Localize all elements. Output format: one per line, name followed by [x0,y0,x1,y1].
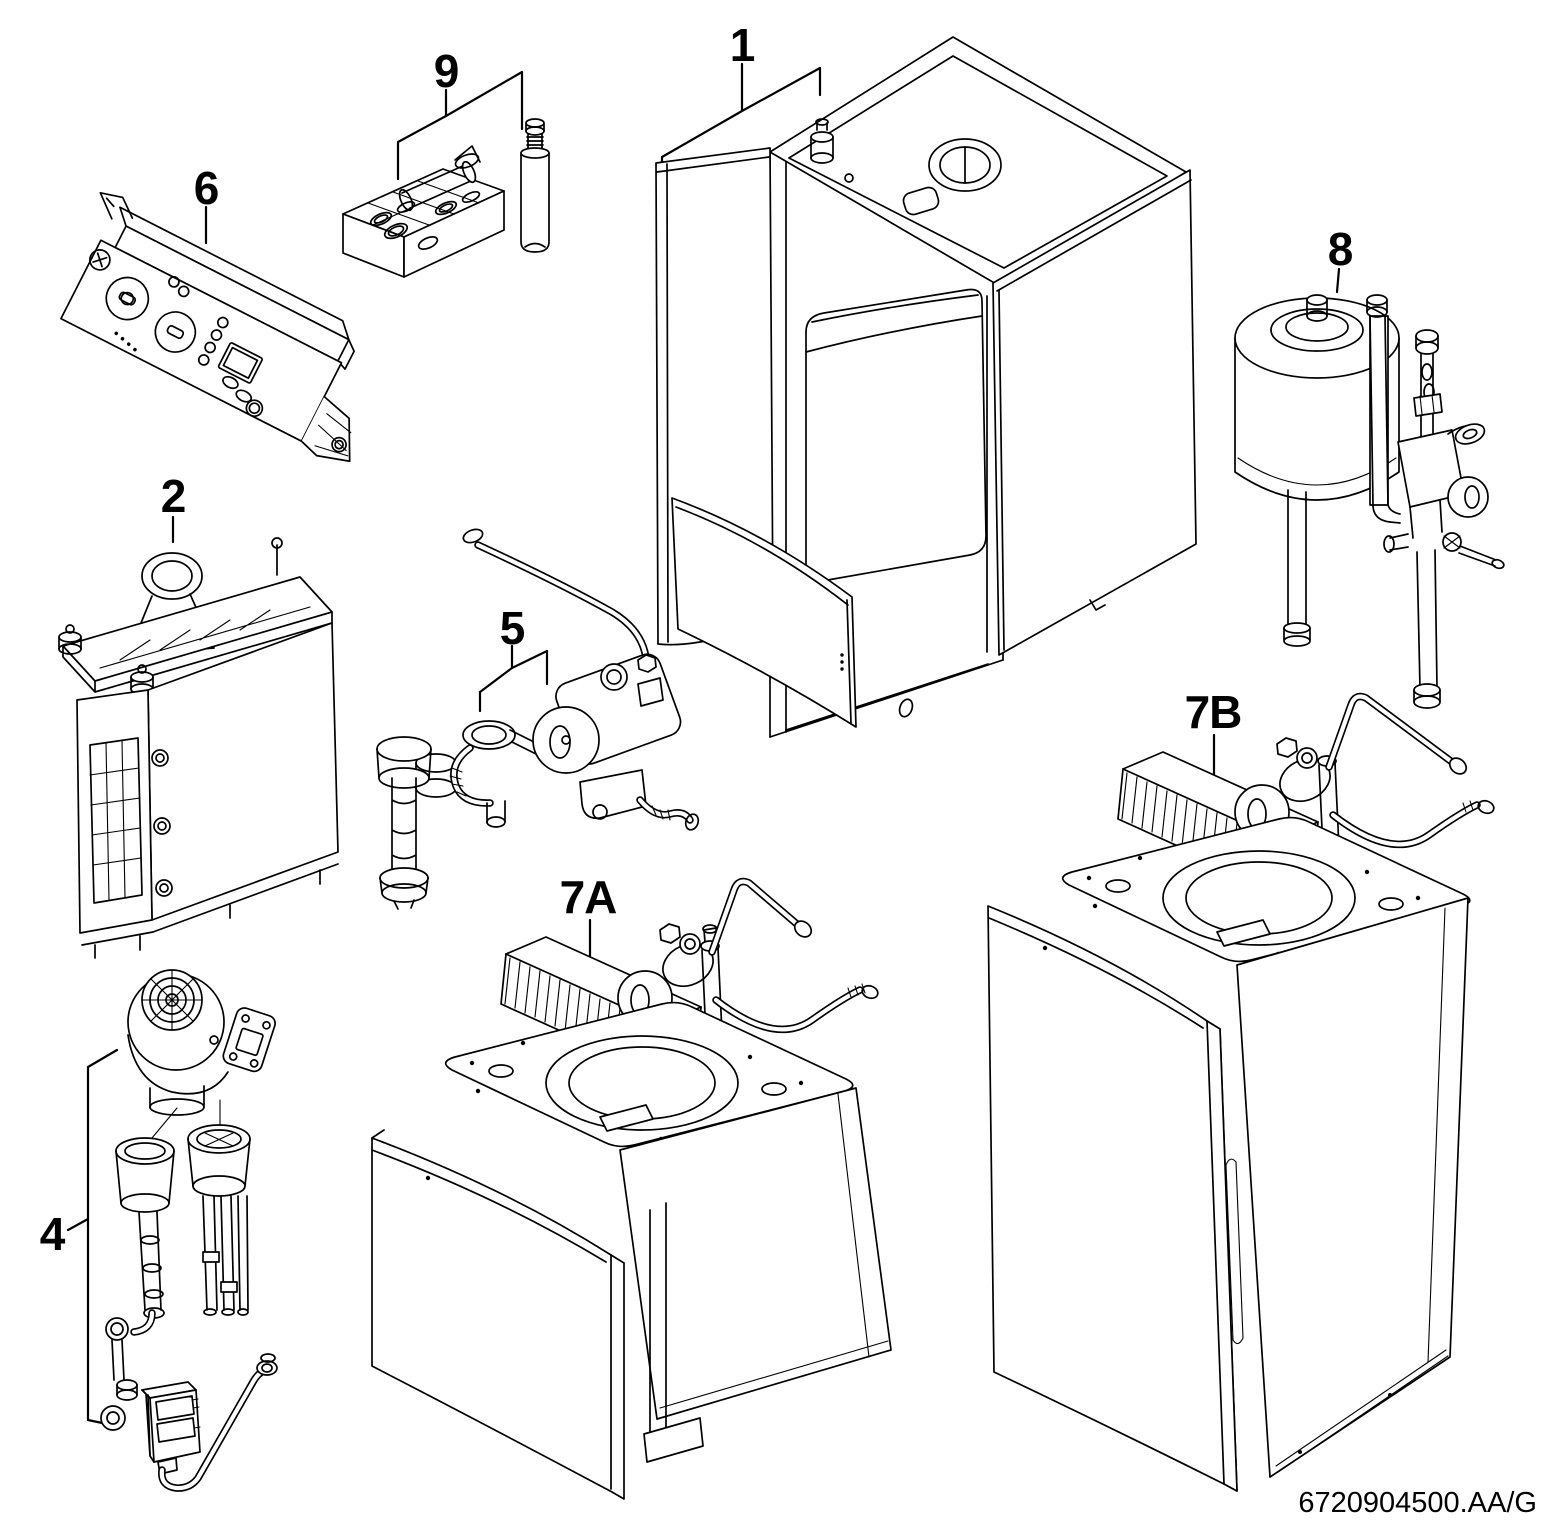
part-5-pump-group-drawing [376,528,700,910]
leader-line-5 [478,644,549,713]
part-9-seal-kit-drawing [342,118,550,278]
part-7b-tank-assembly-drawing [987,692,1495,1492]
document-number: 6720904500.AA/G [1298,1487,1537,1519]
part-label-7a: 7A [559,871,618,923]
part-6-control-panel-drawing [60,191,355,463]
part-8-expansion-vessel-drawing [1234,294,1505,709]
part-7a-tank-assembly-drawing [371,877,892,1500]
part-label-5: 5 [499,602,526,654]
part-4-fan-gas-valve-drawing [100,969,278,1492]
part-label-8: 8 [1327,223,1354,275]
part-label-7b: 7B [1184,686,1243,738]
part-label-4: 4 [39,1208,66,1260]
leader-line-4 [66,1048,119,1426]
leader-line-9 [396,70,524,181]
part-label-1: 1 [729,19,756,71]
leader-lines [66,62,1341,1426]
part-1-boiler-assembly-drawing [655,36,1197,738]
leader-line-8 [1335,267,1341,294]
part-label-6: 6 [193,162,220,214]
part-label-2: 2 [160,470,187,522]
part-label-9: 9 [433,45,460,97]
part-2-heat-exchanger-drawing [58,537,339,959]
